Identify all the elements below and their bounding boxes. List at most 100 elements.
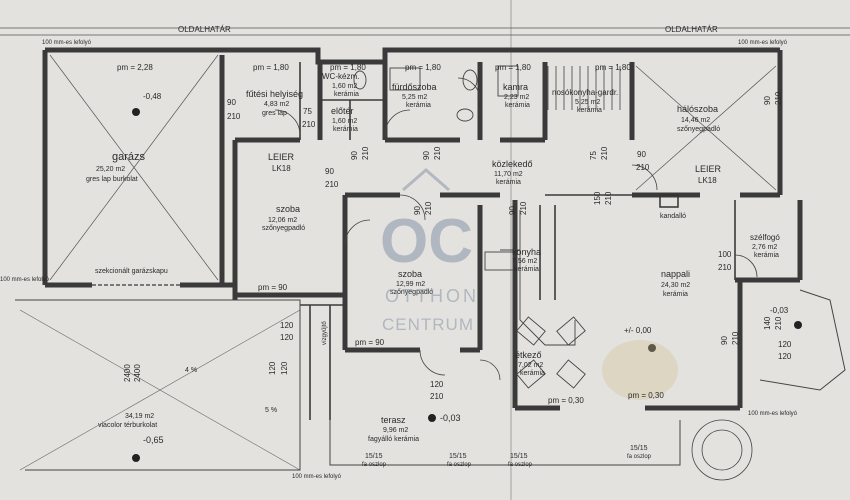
svg-text:120: 120 (280, 333, 294, 342)
garage-diagonals (49, 54, 219, 281)
haloszoba-area: 14,46 m2 (681, 117, 710, 124)
kert-area: 34,19 m2 (125, 413, 154, 420)
svg-text:210: 210 (430, 392, 444, 401)
szoba1-level: pm = 90 (258, 283, 288, 292)
watermark: OC OTTHON CENTRUM (380, 168, 476, 334)
futesi-name: fűtési helyiség (246, 89, 303, 99)
kandallo-label: kandalló (660, 213, 686, 220)
svg-text:90: 90 (637, 150, 646, 159)
svg-text:90: 90 (508, 206, 517, 215)
furdo-level: pm = 1,80 (405, 63, 441, 72)
porch-outline (759, 289, 846, 391)
furdo-name: fürdőszoba (392, 82, 437, 92)
furdo-finish: kerámia (406, 102, 431, 109)
nappali-finish: kerámia (663, 291, 688, 298)
right-level-label: -0,03 (770, 306, 789, 315)
szoba1-name: szoba (276, 204, 300, 214)
haloszoba-name: hálószoba (677, 104, 718, 114)
wc-finish: kerámia (334, 91, 359, 98)
oszlop1: 15/15 (365, 453, 383, 460)
kitchen-counter (484, 210, 576, 346)
kamra-level: pm = 1,80 (495, 63, 531, 72)
haloszoba-finish: szőnyegpadló (677, 126, 720, 133)
property-boundary (0, 27, 850, 36)
svg-text:120: 120 (268, 361, 277, 375)
kozlekedo-finish: kerámia (496, 179, 521, 186)
etkezo-finish: kerámia (520, 370, 545, 377)
kert-level: -0,65 (143, 435, 164, 445)
garazs-finish: gres lap burkolat (86, 176, 138, 183)
svg-text:210: 210 (325, 180, 339, 189)
eloter-name: előtér (331, 106, 354, 116)
oszlop4: 15/15 (630, 445, 648, 452)
paper-stain (602, 340, 678, 400)
stair2-sub: LK18 (698, 176, 717, 185)
slope2-label: 5 % (265, 407, 277, 414)
wc-area: 1,60 m2 (332, 83, 357, 90)
lefolyo-right2-label: 100 mm-es lefolyó (748, 411, 798, 417)
svg-text:120: 120 (280, 361, 289, 375)
lefolyo-side-label: 100 mm-es lefolyó (0, 277, 50, 283)
svg-text:210: 210 (600, 146, 609, 160)
stair1-label: LEIER (268, 152, 295, 162)
oszlop3-label: fa oszlop (508, 462, 533, 468)
svg-text:210: 210 (302, 120, 316, 129)
nappali-area: 24,30 m2 (661, 282, 690, 289)
svg-text:120: 120 (778, 340, 792, 349)
kamra-area: 2,23 m2 (504, 94, 529, 101)
terasz-level: -0,03 (440, 413, 461, 423)
szoba1-area: 12,06 m2 (268, 217, 297, 224)
futesi-level: pm = 1,80 (253, 63, 289, 72)
kamra-finish: kerámia (505, 102, 530, 109)
kozlekedo-area: 11,70 m2 (494, 171, 523, 178)
svg-text:90: 90 (227, 98, 236, 107)
door-swings (274, 77, 758, 381)
tree-icon (691, 419, 753, 481)
svg-text:210: 210 (519, 201, 528, 215)
walls (42, 47, 803, 411)
szoba2-area: 12,99 m2 (396, 281, 425, 288)
terasz-area: 9,96 m2 (383, 427, 408, 434)
nappali-level: +/- 0,00 (624, 326, 652, 335)
lefolyo-label: 100 mm-es lefolyó (42, 40, 92, 46)
kozlekedo-name: közlekedő (492, 159, 533, 169)
kert-finish: viacolor térburkolat (98, 422, 157, 429)
svg-text:75: 75 (589, 151, 598, 160)
oszlop2-label: fa oszlop (447, 462, 472, 468)
garazs-door-label: szekcionált garázskapu (95, 268, 168, 275)
svg-text:90: 90 (763, 96, 772, 105)
yard-outline (15, 299, 301, 471)
etk-level-label: pm = 0,30 (628, 391, 664, 400)
svg-text:120: 120 (430, 380, 444, 389)
svg-text:210: 210 (433, 146, 442, 160)
svg-text:210: 210 (361, 146, 370, 160)
oszlop1-label: fa oszlop (362, 462, 387, 468)
pm030-label: pm = 0,30 (548, 396, 584, 405)
dim1: 2400 (123, 364, 132, 382)
slope-label: 4 % (185, 367, 197, 374)
fireplace (659, 194, 679, 208)
svg-text:120: 120 (280, 321, 294, 330)
konyha-area: 7,56 m2 (512, 258, 537, 265)
svg-text:150: 150 (593, 191, 602, 205)
level-markers (132, 108, 802, 462)
garazs-level: pm = 2,28 (117, 63, 153, 72)
szoba1-finish: szőnyegpadló (262, 225, 305, 232)
furdo-area: 5,25 m2 (402, 94, 427, 101)
svg-text:100: 100 (718, 250, 732, 259)
svg-text:120: 120 (778, 352, 792, 361)
svg-text:75: 75 (303, 107, 312, 116)
svg-text:90: 90 (325, 167, 334, 176)
svg-text:210: 210 (774, 91, 783, 105)
futesi-area: 4,83 m2 (264, 101, 289, 108)
terasz-name: terasz (381, 415, 406, 425)
kamra-name: kamra (503, 82, 528, 92)
oszlop4-label: fa oszlop (627, 454, 652, 460)
wc-name: WC-kézm. (322, 72, 359, 81)
stair1-sub: LK18 (272, 164, 291, 173)
opening-dimensions: 90 210 75 210 90 210 90 210 90 210 75 21… (227, 91, 792, 401)
svg-text:210: 210 (718, 263, 732, 272)
boundary-label-left: OLDALHATÁR (178, 25, 231, 34)
svg-text:140: 140 (763, 316, 772, 330)
